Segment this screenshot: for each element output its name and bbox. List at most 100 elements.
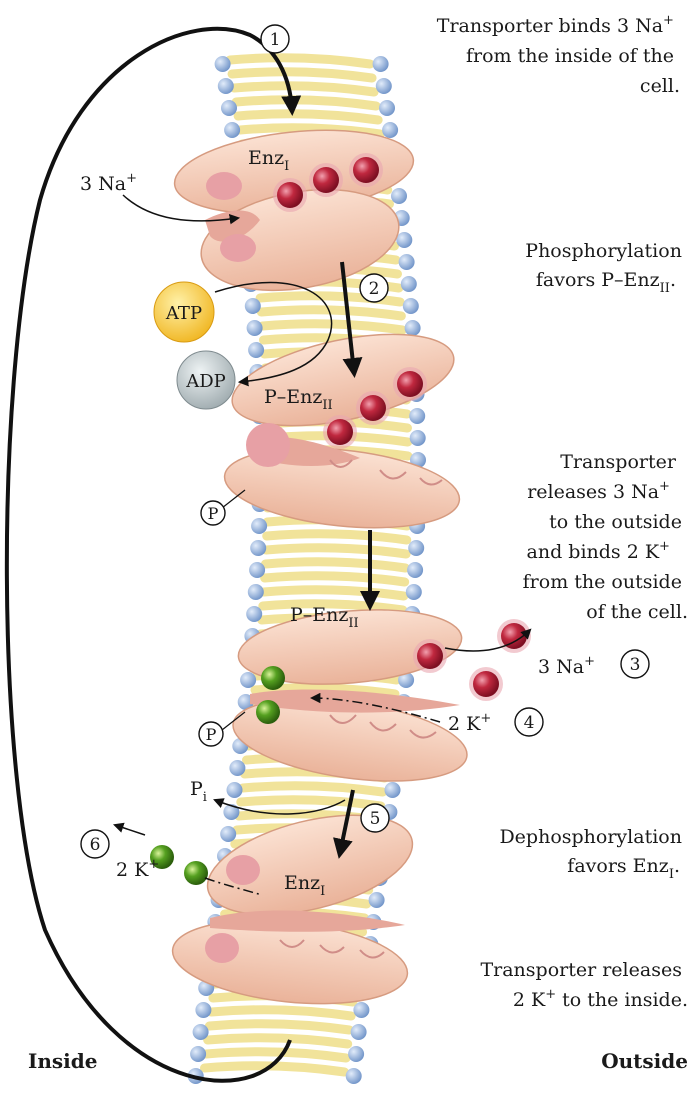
step-marker-6: 6 xyxy=(81,830,109,858)
lipid-head xyxy=(249,562,265,578)
step-marker-2: 2 xyxy=(360,274,388,302)
lipid-head xyxy=(247,320,263,336)
step-2-description: Phosphorylation favors P–EnzII. xyxy=(525,240,688,296)
sodium-ion xyxy=(417,643,443,669)
lipid-head xyxy=(369,892,385,908)
lipid-head xyxy=(373,56,389,72)
svg-text:P: P xyxy=(206,725,217,744)
lipid-head xyxy=(348,1046,364,1062)
lipid-head xyxy=(409,408,425,424)
lipid-head xyxy=(396,232,412,248)
lipid-tail xyxy=(243,786,383,792)
lipid-head xyxy=(399,254,415,270)
step-1-description: Transporter binds 3 Na+ from the inside … xyxy=(437,7,680,97)
outside-label: Outside xyxy=(601,1049,688,1073)
svg-text:6: 6 xyxy=(90,835,101,855)
lipid-head xyxy=(351,1024,367,1040)
lipid-tail xyxy=(262,324,402,330)
lipid-head xyxy=(227,782,243,798)
potassium-ion xyxy=(184,861,208,885)
lipid-tail xyxy=(230,58,370,64)
lipid-tail xyxy=(234,86,374,92)
lipid-head xyxy=(379,100,395,116)
adp-molecule: ADP xyxy=(177,351,235,409)
na-in-label: 3 Na+ xyxy=(80,171,137,195)
lipid-head xyxy=(195,1002,211,1018)
lipid-head xyxy=(215,56,231,72)
lipid-head xyxy=(246,606,262,622)
step-6-description: Transporter releases 2 K+ to the inside. xyxy=(480,959,688,1011)
lipid-tail xyxy=(236,100,376,106)
inside-label: Inside xyxy=(28,1049,97,1073)
step-marker-5: 5 xyxy=(361,804,389,832)
lipid-head xyxy=(250,540,266,556)
lipid-head xyxy=(376,78,392,94)
pi-label: Pi xyxy=(190,778,207,805)
lipid-head xyxy=(346,1068,362,1084)
lipid-tail xyxy=(211,1010,351,1016)
sodium-ion xyxy=(327,419,353,445)
svg-text:4: 4 xyxy=(524,713,535,733)
lipid-head xyxy=(190,1046,206,1062)
lipid-head xyxy=(220,826,236,842)
potassium-ion xyxy=(256,700,280,724)
lipid-head xyxy=(248,584,264,600)
lipid-tail xyxy=(205,1066,345,1072)
lipid-head xyxy=(229,760,245,776)
lipid-tail xyxy=(241,800,381,806)
k-in-label: 2 K+ xyxy=(116,857,159,881)
phosphate-marker-2: P xyxy=(199,722,223,746)
svg-text:5: 5 xyxy=(370,809,381,829)
lipid-head xyxy=(406,584,422,600)
sodium-ion xyxy=(277,182,303,208)
lipid-head xyxy=(410,430,426,446)
lipid-head xyxy=(248,342,264,358)
lipid-tail xyxy=(209,1024,349,1030)
lipid-tail xyxy=(232,72,372,78)
lipid-head xyxy=(382,122,398,138)
lipid-head xyxy=(401,276,417,292)
phosphate-marker-1: P xyxy=(201,501,225,525)
adp-label: ADP xyxy=(185,371,226,392)
enzyme-state-enz1-bottom xyxy=(168,797,422,1014)
svg-text:P: P xyxy=(208,504,219,523)
atp-label: ATP xyxy=(165,303,202,324)
lipid-tail xyxy=(267,534,407,540)
k-out-label: 2 K+ xyxy=(448,711,491,735)
lipid-head xyxy=(245,298,261,314)
sodium-ion xyxy=(353,157,379,183)
step-marker-3: 3 xyxy=(621,650,649,678)
lipid-tail xyxy=(264,590,404,596)
potassium-ion xyxy=(261,666,285,690)
lipid-head xyxy=(218,78,234,94)
lipid-tail xyxy=(238,114,378,120)
lipid-head xyxy=(240,672,256,688)
lipid-head xyxy=(221,100,237,116)
lipid-tail xyxy=(265,562,405,568)
lipid-head xyxy=(391,188,407,204)
lipid-head xyxy=(251,518,267,534)
sodium-ion xyxy=(397,371,423,397)
arrow-k-release xyxy=(115,825,145,835)
lipid-head xyxy=(193,1024,209,1040)
step-5-description: Dephosphorylation favors EnzI. xyxy=(499,826,688,882)
sodium-ion xyxy=(360,395,386,421)
lipid-head xyxy=(353,1002,369,1018)
sodium-ion xyxy=(473,671,499,697)
lipid-tail xyxy=(265,576,405,582)
svg-text:1: 1 xyxy=(270,30,281,50)
sodium-ion xyxy=(313,167,339,193)
svg-text:2: 2 xyxy=(369,279,380,299)
svg-text:3: 3 xyxy=(630,655,641,675)
lipid-tail xyxy=(261,310,401,316)
lipid-tail xyxy=(266,548,406,554)
lipid-tail xyxy=(208,1038,348,1044)
na-out-label: 3 Na+ xyxy=(538,654,595,678)
step-3-description: Transporter releases 3 Na+ to the outsid… xyxy=(523,451,688,623)
lipid-head xyxy=(408,540,424,556)
lipid-head xyxy=(403,298,419,314)
lipid-head xyxy=(385,782,401,798)
lipid-tail xyxy=(206,1052,346,1058)
